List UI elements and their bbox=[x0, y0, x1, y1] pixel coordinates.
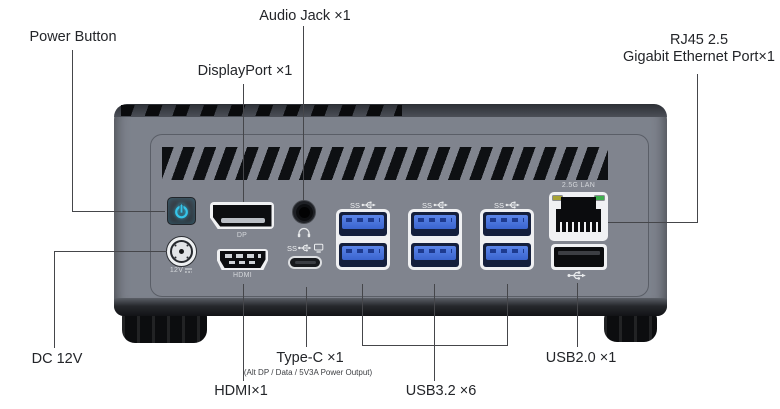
dc-callout-line-v bbox=[54, 251, 55, 348]
power-button[interactable] bbox=[167, 197, 196, 225]
rj45-callout-line-h bbox=[608, 222, 698, 223]
hdmi-port[interactable] bbox=[217, 249, 268, 270]
usb-c-port[interactable] bbox=[288, 256, 322, 269]
lan-caption: 2.5G LAN bbox=[561, 182, 596, 189]
usb-ss-icon: SS bbox=[408, 200, 462, 210]
usb-ss-text: SS bbox=[422, 201, 432, 210]
usb3-pins bbox=[418, 249, 452, 253]
usb32-callout-line-3 bbox=[507, 284, 508, 346]
audio-jack-port[interactable] bbox=[292, 200, 316, 224]
usb32-callout-bracket bbox=[362, 345, 508, 346]
usb-c-slot bbox=[294, 261, 316, 264]
rj45-label-line2: Gigabit Ethernet Port×1 bbox=[623, 48, 775, 65]
displayport-port[interactable] bbox=[210, 202, 274, 229]
usb3-port[interactable] bbox=[411, 212, 459, 236]
rubber-foot-right bbox=[604, 312, 657, 342]
usb32-callout-stem bbox=[434, 345, 435, 381]
rj45-slot-mid bbox=[556, 209, 601, 222]
usb32-callout-line-2 bbox=[434, 284, 435, 346]
vent-grille bbox=[162, 147, 608, 180]
usb-ss-text: SS bbox=[350, 201, 360, 210]
type-c-callout-line bbox=[306, 287, 307, 347]
usb-c-dp-data-icon: SS bbox=[287, 243, 324, 253]
rj45-ethernet-port[interactable] bbox=[549, 192, 608, 241]
usb3-port-pair-1[interactable] bbox=[336, 209, 390, 270]
case-bottom-edge bbox=[114, 298, 667, 316]
usb3-pins bbox=[346, 218, 380, 222]
power-button-callout-line-v bbox=[72, 50, 73, 211]
usb20-callout-line bbox=[577, 283, 578, 347]
usb20-label: USB2.0 ×1 bbox=[545, 350, 617, 366]
usb3-pins bbox=[490, 249, 524, 253]
audio-jack-hole bbox=[298, 206, 310, 218]
usb3-port[interactable] bbox=[411, 243, 459, 267]
usb3-pins bbox=[346, 249, 380, 253]
usb-c-ss-text: SS bbox=[287, 244, 297, 253]
displayport-label: DisplayPort ×1 bbox=[197, 63, 293, 79]
usb3-port-pair-2[interactable] bbox=[408, 209, 462, 270]
displayport-tongue bbox=[220, 217, 265, 223]
rear-panel-inset bbox=[150, 134, 649, 297]
usb32-label: USB3.2 ×6 bbox=[405, 383, 477, 399]
usb2-tongue bbox=[558, 251, 600, 255]
hdmi-pins-row1 bbox=[224, 254, 261, 258]
dc-jack-caption-text: 12V bbox=[169, 267, 184, 274]
usb32-callout-line-1 bbox=[362, 284, 363, 346]
usb3-port[interactable] bbox=[339, 212, 387, 236]
hdmi-caption: HDMI bbox=[232, 272, 253, 279]
dc-callout-line-h bbox=[54, 251, 167, 252]
displayport-slot bbox=[212, 204, 272, 227]
audio-jack-label: Audio Jack ×1 bbox=[259, 8, 351, 24]
rj45-label-line1: RJ45 2.5 bbox=[669, 32, 729, 48]
usb-ss-icon: SS bbox=[480, 200, 534, 210]
displayport-caption: DP bbox=[236, 232, 248, 239]
usb2-port[interactable] bbox=[551, 244, 607, 270]
usb-trident-icon bbox=[567, 270, 587, 281]
dc-power-jack[interactable] bbox=[166, 236, 197, 267]
hdmi-callout-line bbox=[243, 284, 244, 381]
usb3-port[interactable] bbox=[483, 212, 531, 236]
hdmi-slot bbox=[219, 251, 266, 268]
usb2-slot bbox=[554, 247, 604, 267]
usb-ss-text: SS bbox=[494, 201, 504, 210]
audio-jack-callout-line bbox=[303, 26, 304, 201]
usb-ss-icon: SS bbox=[336, 200, 390, 210]
dc-12v-label: DC 12V bbox=[31, 351, 83, 367]
usb3-port[interactable] bbox=[339, 243, 387, 267]
headphone-icon bbox=[297, 227, 311, 238]
dc-jack-caption: 12V bbox=[160, 267, 203, 274]
type-c-sublabel: (Alt DP / Data / 5V3A Power Output) bbox=[243, 368, 373, 377]
rj45-pins bbox=[556, 222, 601, 232]
usb3-port[interactable] bbox=[483, 243, 531, 267]
hdmi-pins-row2 bbox=[228, 260, 257, 264]
power-button-callout-line-h bbox=[72, 211, 165, 212]
usb3-pins bbox=[418, 218, 452, 222]
rj45-callout-line-v bbox=[697, 74, 698, 223]
displayport-callout-line bbox=[243, 84, 244, 202]
dc-symbol-icon bbox=[185, 268, 193, 273]
hdmi-label: HDMI×1 bbox=[214, 383, 268, 399]
power-button-label: Power Button bbox=[29, 29, 117, 45]
type-c-label: Type-C ×1 bbox=[276, 350, 344, 366]
dc-jack-pin bbox=[179, 249, 184, 254]
usb3-port-pair-3[interactable] bbox=[480, 209, 534, 270]
dc-jack-inner bbox=[170, 240, 193, 263]
top-vent-dashes bbox=[121, 105, 402, 116]
rj45-slot-top bbox=[561, 197, 596, 211]
rj45-label: RJ45 2.5 Gigabit Ethernet Port×1 bbox=[623, 32, 775, 65]
power-icon bbox=[175, 203, 188, 218]
usb3-pins bbox=[490, 218, 524, 222]
